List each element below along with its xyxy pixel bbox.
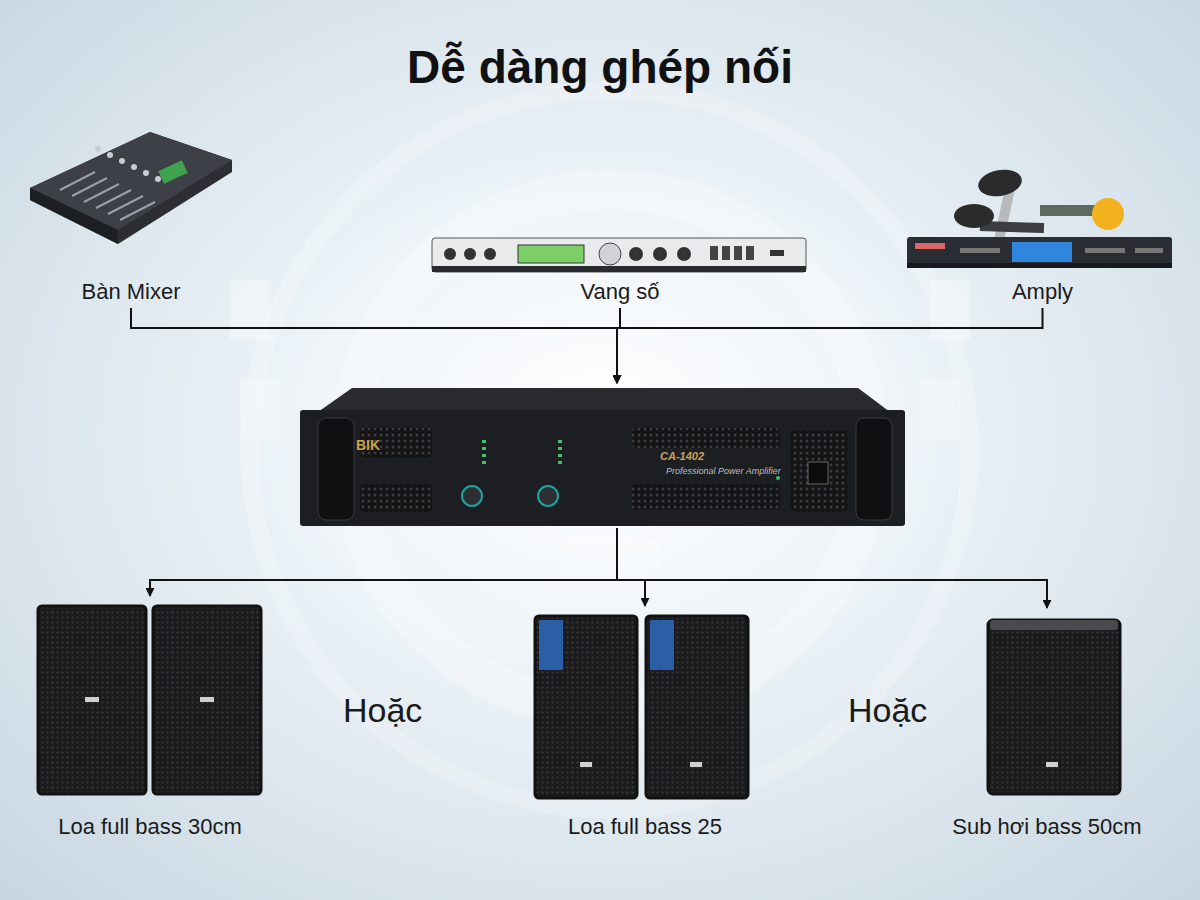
signal-connector (617, 308, 1043, 383)
device-marking: BIK (356, 438, 380, 452)
device-caption: Loa full bass 30cm (58, 814, 241, 840)
light-rays (230, 90, 970, 810)
receiver-illustration (907, 166, 1172, 268)
subwoofer-illustration (988, 620, 1120, 794)
processor-illustration (432, 238, 806, 272)
signal-connector (131, 308, 617, 383)
separator-label: Hoặc (343, 691, 422, 730)
separator-label: Hoặc (848, 691, 927, 730)
device-node: Loa full bass 25 (520, 610, 770, 840)
speaker-pair-illustration (38, 606, 261, 794)
device-marking: Professional Power Amplifier (666, 467, 781, 476)
diagram-title: Dễ dàng ghép nối (0, 40, 1200, 94)
speaker-pair-illustration (535, 616, 748, 798)
amplifier-device: BIK CA-1402Professional Power Amplifier (298, 385, 908, 528)
device-caption: Vang số (580, 279, 659, 305)
mixer-illustration (30, 132, 232, 244)
power-amplifier-illustration (300, 388, 905, 526)
device-caption: Amply (1012, 279, 1073, 305)
device-node: Vang số (425, 228, 815, 305)
device-node: Amply (900, 145, 1185, 305)
device-node: Loa full bass 30cm (30, 600, 270, 840)
device-caption: Sub hơi bass 50cm (952, 814, 1141, 840)
signal-connector (617, 528, 645, 606)
device-caption: Loa full bass 25 (568, 814, 722, 840)
device-caption: Bàn Mixer (81, 279, 180, 305)
device-node: Bàn Mixer (20, 125, 242, 305)
device-node: Sub hơi bass 50cm (932, 612, 1162, 840)
signal-connector (150, 528, 617, 596)
device-marking: CA-1402 (660, 451, 704, 462)
signal-connector (617, 528, 1047, 608)
